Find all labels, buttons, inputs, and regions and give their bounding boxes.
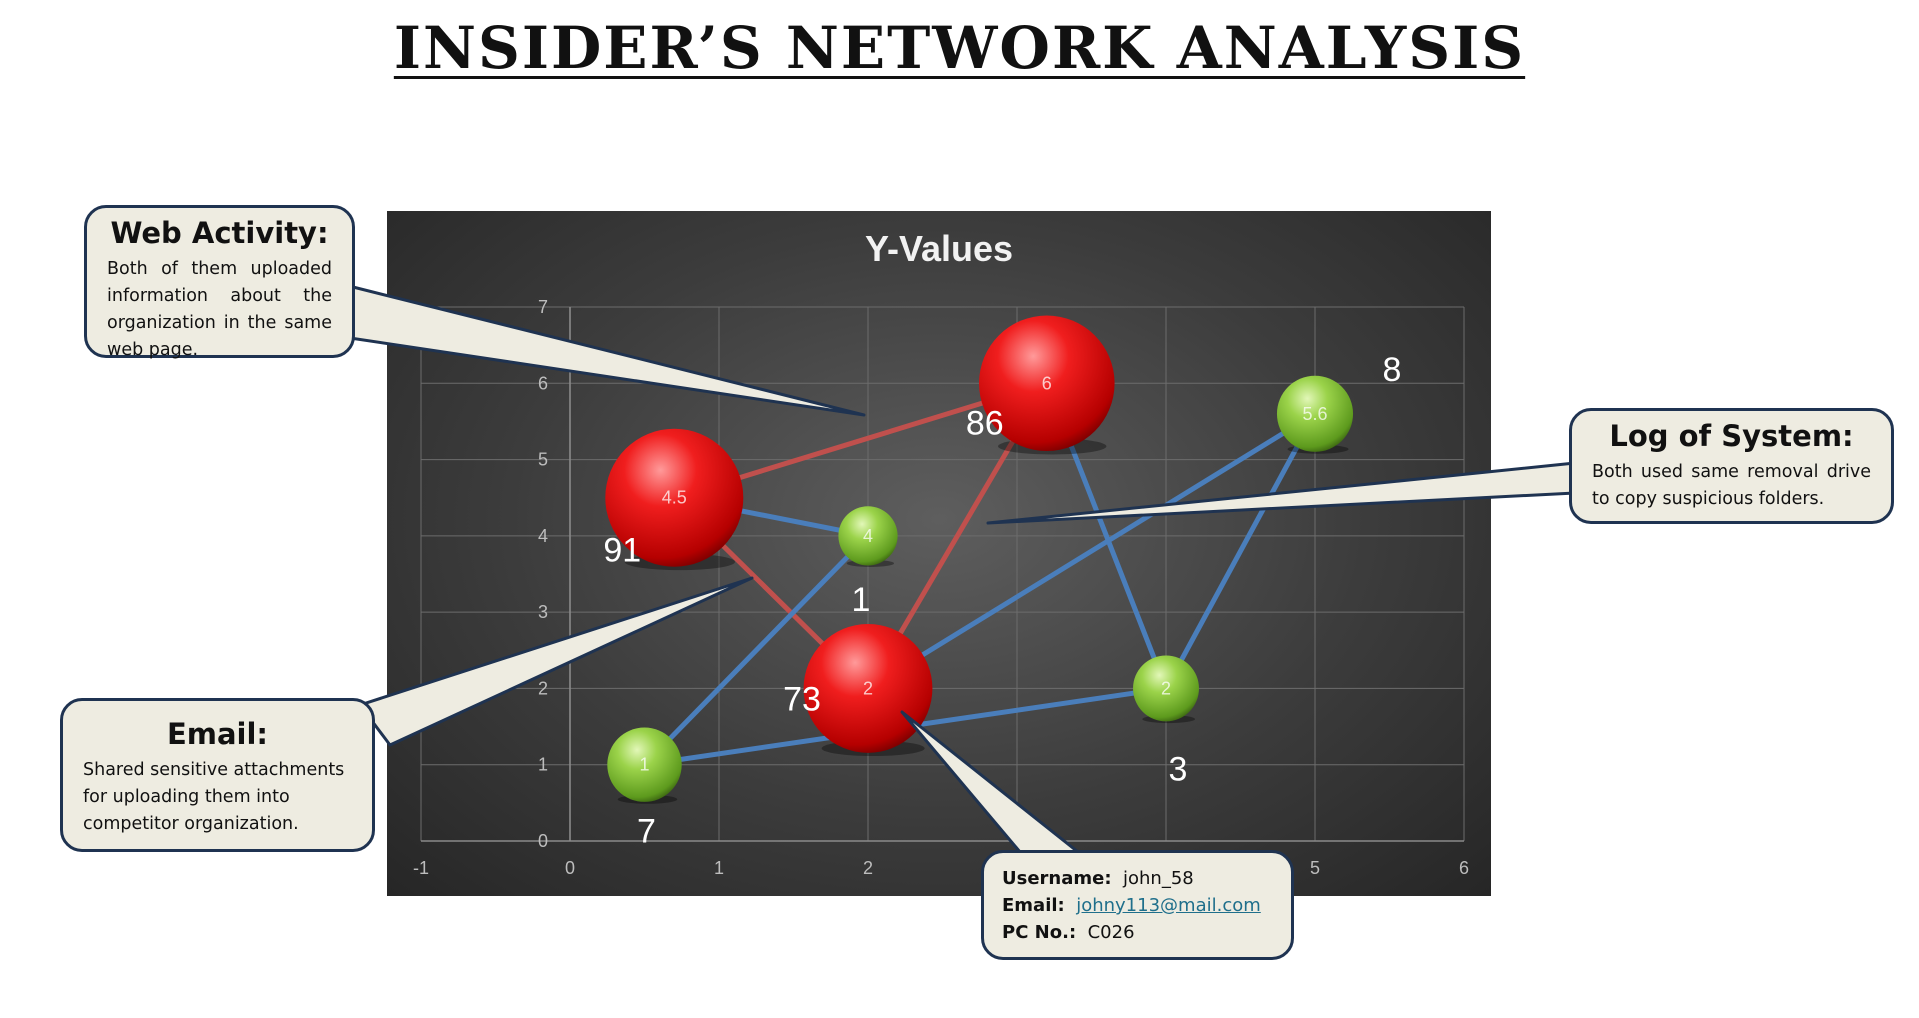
bubble-value-label: 1 — [639, 755, 649, 775]
username-row: Username: john_58 — [1002, 865, 1273, 892]
web-activity-title: Web Activity: — [110, 216, 329, 250]
user-info-callout: Username: john_58 Email: johny113@mail.c… — [981, 850, 1294, 960]
network-link — [1163, 411, 1318, 691]
x-tick-label: 2 — [863, 858, 873, 878]
email-label: Email: — [1002, 895, 1065, 916]
chart-bubbles: 4.5 91 6 86 2 73 5.6 8 1 7 2 3 4 1 — [603, 315, 1402, 851]
email-link[interactable]: johny113@mail.com — [1076, 895, 1261, 916]
bubble-size-label: 7 — [637, 813, 656, 851]
x-tick-label: 1 — [714, 858, 724, 878]
y-tick-label: 0 — [538, 831, 548, 851]
x-tick-label: 0 — [565, 858, 575, 878]
web-activity-callout: Web Activity: Both of them uploaded info… — [84, 205, 355, 360]
y-tick-label: 4 — [538, 526, 548, 546]
x-tick-label: 5 — [1310, 858, 1320, 878]
pc-row: PC No.: C026 — [1002, 919, 1273, 946]
y-tick-label: 1 — [538, 755, 548, 775]
chart-svg: Y-Values 4.5 91 6 86 2 73 5.6 8 1 7 2 3 4 1 -1 0 1 2 3 4 5 6… — [413, 228, 1469, 878]
email-callout: Email: Shared sensitive attachments for … — [60, 698, 375, 852]
x-tick-label: -1 — [413, 858, 429, 878]
bubble-value-label: 2 — [863, 678, 873, 698]
bubble-red — [605, 428, 744, 567]
bubble-green — [1133, 655, 1199, 722]
bubble-size-label: 73 — [783, 680, 821, 718]
y-tick-label: 5 — [538, 450, 548, 470]
bubble-size-label: 1 — [852, 581, 871, 619]
log-of-system-callout: Log of System: Both used same removal dr… — [1569, 408, 1894, 524]
bubble-value-label: 6 — [1042, 373, 1052, 393]
bubble-size-label: 86 — [966, 404, 1004, 442]
bubble-value-label: 4 — [863, 526, 873, 546]
bubble-value-label: 4.5 — [662, 488, 687, 508]
web-activity-text: Both of them uploaded information about … — [107, 259, 332, 360]
email-text: Shared sensitive attachments for uploadi… — [83, 760, 345, 834]
log-of-system-title: Log of System: — [1609, 419, 1854, 453]
bubble-value-label: 5.6 — [1302, 404, 1327, 424]
x-tick-label: 6 — [1459, 858, 1469, 878]
y-tick-label: 2 — [538, 678, 548, 698]
bubble-green — [838, 506, 898, 566]
bubble-value-label: 2 — [1161, 678, 1171, 698]
y-tick-label: 6 — [538, 373, 548, 393]
page-title: INSIDER’S NETWORK ANALYSIS — [393, 14, 1526, 82]
pc-value: C026 — [1087, 922, 1135, 943]
username-label: Username: — [1002, 868, 1112, 889]
network-link — [865, 411, 1318, 691]
bubble-red — [979, 315, 1115, 452]
pc-label: PC No.: — [1002, 922, 1077, 943]
bubble-green — [1276, 375, 1354, 452]
bubble-size-label: 8 — [1383, 351, 1402, 389]
email-title: Email: — [166, 717, 269, 751]
bubble-chart: Y-Values 4.5 91 6 86 2 73 5.6 8 1 7 2 3 4 1 -1 0 1 2 3 4 5 6… — [387, 211, 1491, 896]
email-row: Email: johny113@mail.com — [1002, 892, 1273, 919]
y-tick-label: 7 — [538, 297, 548, 317]
chart-title: Y-Values — [865, 228, 1013, 269]
bubble-red — [803, 624, 933, 753]
bubble-size-label: 91 — [603, 532, 641, 570]
username-value: john_58 — [1123, 868, 1194, 889]
log-of-system-text: Both used same removal drive to copy sus… — [1592, 462, 1871, 509]
bubble-size-label: 3 — [1169, 750, 1188, 788]
y-tick-label: 3 — [538, 602, 548, 622]
